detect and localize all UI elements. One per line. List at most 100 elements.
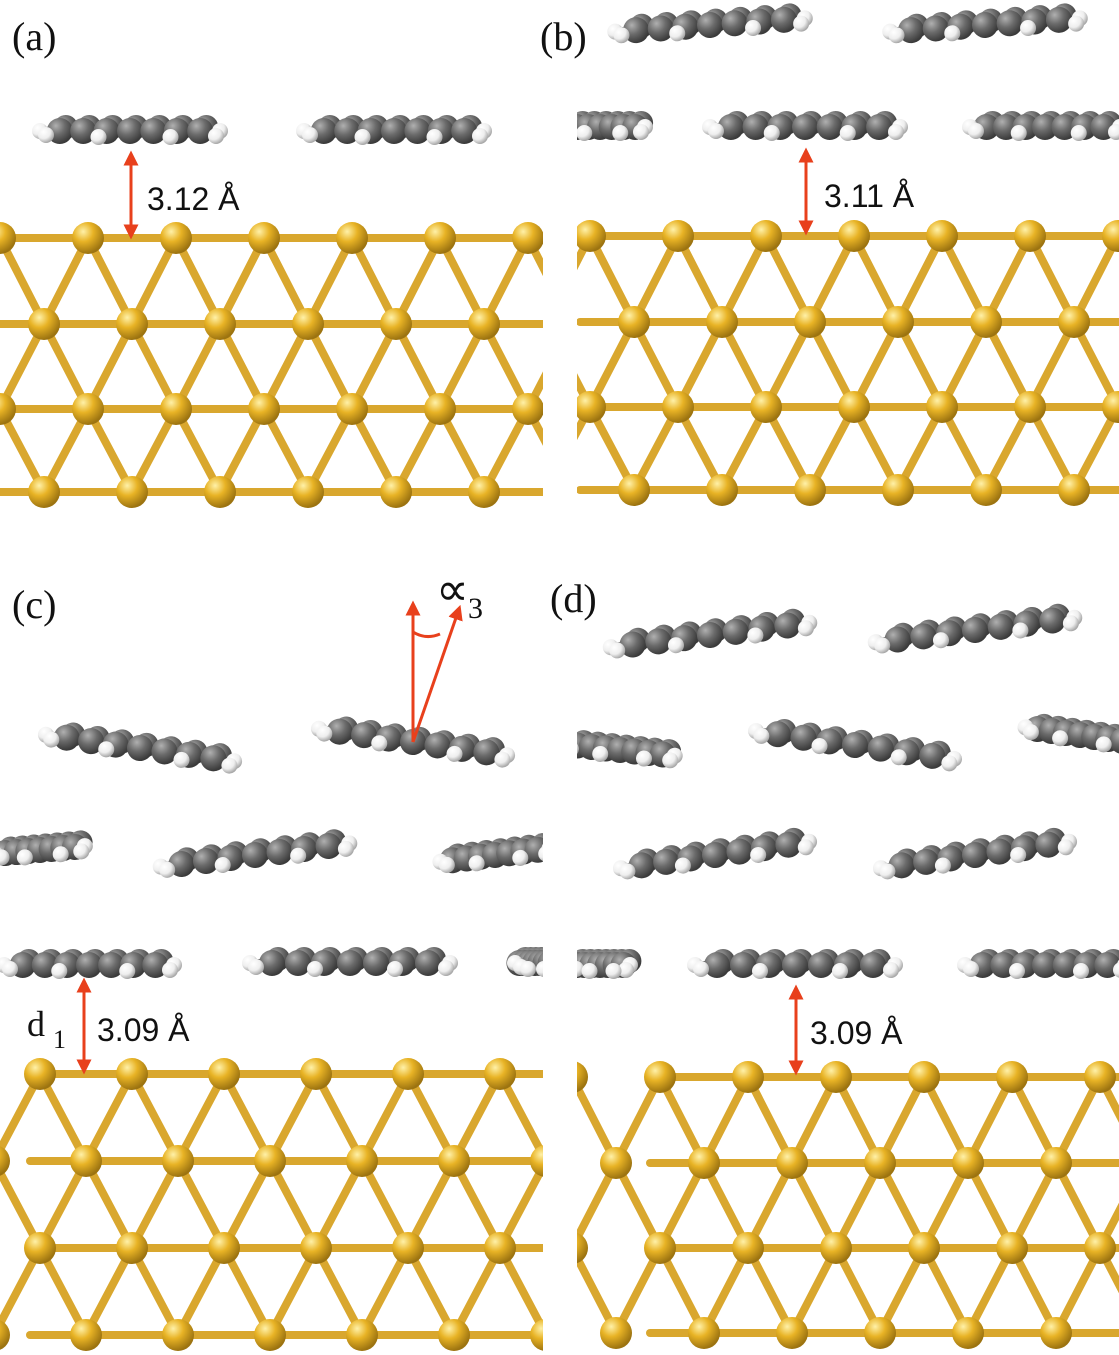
tilted-vector-c bbox=[411, 604, 463, 743]
molecule bbox=[612, 827, 818, 880]
gold-bond bbox=[762, 232, 814, 326]
hydrogen-atom bbox=[307, 961, 323, 977]
gold-atom bbox=[424, 222, 456, 254]
gold-atom bbox=[0, 393, 16, 425]
panel-a-label: (a) bbox=[12, 14, 56, 59]
gold-atom bbox=[820, 1232, 852, 1264]
gold-atom bbox=[484, 1058, 516, 1090]
hydrogen-atom bbox=[1022, 724, 1039, 741]
gold-atom bbox=[336, 222, 368, 254]
gold-atom bbox=[438, 1319, 470, 1351]
gold-bond bbox=[220, 1157, 274, 1252]
hydrogen-atom bbox=[162, 129, 179, 145]
hydrogen-atom bbox=[1113, 962, 1119, 978]
gold-bond bbox=[964, 1073, 1016, 1167]
hydrogen-atom bbox=[1108, 124, 1119, 140]
gold-atom bbox=[926, 391, 958, 423]
carbon-atom bbox=[142, 952, 169, 978]
hydrogen-atom bbox=[547, 119, 563, 135]
hydrogen-atom bbox=[874, 637, 891, 654]
carbon-atom bbox=[53, 724, 80, 751]
carbon-atom bbox=[898, 17, 925, 44]
gold-atom bbox=[204, 476, 236, 508]
hydrogen-atom bbox=[162, 962, 178, 978]
molecule bbox=[432, 833, 543, 874]
gold-atom bbox=[732, 1061, 764, 1093]
hydrogen-atom bbox=[577, 961, 578, 969]
carbon-atom bbox=[790, 724, 817, 751]
carbon-atom bbox=[532, 950, 543, 976]
carbon-atom bbox=[266, 838, 293, 865]
gold-bond bbox=[450, 1070, 504, 1165]
angle-symbol-c: ∝ bbox=[436, 564, 469, 615]
hydrogen-atom bbox=[494, 751, 511, 768]
hydrogen-atom bbox=[426, 129, 443, 145]
gold-bond bbox=[850, 232, 902, 326]
gold-atom bbox=[838, 220, 870, 252]
gold-atom bbox=[1040, 1147, 1072, 1179]
gold-bond bbox=[174, 1157, 228, 1252]
gold-bond bbox=[920, 1073, 972, 1167]
carbon-atom bbox=[922, 15, 949, 42]
hydrogen-atom bbox=[747, 627, 764, 644]
carbon-atom bbox=[962, 617, 988, 643]
gold-bond bbox=[36, 1070, 90, 1165]
carbon-atom bbox=[697, 622, 723, 648]
gold-atom bbox=[1058, 474, 1090, 506]
gold-bond bbox=[404, 1070, 458, 1165]
gold-bond bbox=[480, 234, 532, 328]
panel-d bbox=[577, 603, 1119, 1349]
gold-atom bbox=[424, 393, 456, 425]
gold-atom bbox=[577, 220, 606, 252]
carbon-atom bbox=[816, 114, 843, 140]
gold-atom bbox=[644, 1061, 676, 1093]
distance-label-a: 3.12 Å bbox=[147, 181, 240, 217]
gold-bond bbox=[266, 1244, 320, 1339]
hydrogen-atom bbox=[446, 745, 463, 762]
carbon-atom bbox=[972, 12, 998, 38]
carbon-atom bbox=[910, 623, 937, 650]
gold-atom bbox=[70, 1319, 102, 1351]
carbon-atom bbox=[919, 742, 946, 769]
carbon-atom bbox=[726, 838, 753, 865]
gold-atom bbox=[1058, 306, 1090, 338]
gold-atom bbox=[644, 1232, 676, 1264]
molecule bbox=[242, 947, 458, 977]
gold-atom bbox=[577, 1232, 588, 1264]
carbon-atom bbox=[1109, 727, 1119, 754]
hydrogen-atom bbox=[797, 620, 814, 637]
gold-atom bbox=[882, 306, 914, 338]
hydrogen-atom bbox=[208, 128, 224, 144]
gold-bond bbox=[938, 232, 990, 326]
hydrogen-atom bbox=[879, 863, 896, 880]
gold-atom bbox=[908, 1061, 940, 1093]
gold-bonds bbox=[0, 1070, 543, 1339]
gold-atom bbox=[162, 1145, 194, 1177]
gold-atom bbox=[600, 1317, 632, 1349]
hydrogen-atom bbox=[750, 846, 767, 863]
gold-atom bbox=[254, 1145, 286, 1177]
carbon-atom bbox=[381, 118, 407, 144]
gold-atom bbox=[380, 476, 412, 508]
carbon-atom bbox=[70, 118, 97, 144]
hydrogen-atom bbox=[635, 750, 652, 767]
carbon-atom bbox=[774, 612, 801, 639]
panel-c-label: (c) bbox=[12, 582, 56, 627]
hydrogen-atom bbox=[1010, 125, 1027, 141]
hydrogen-atom bbox=[577, 125, 593, 141]
molecule bbox=[0, 949, 182, 979]
carbon-atom bbox=[619, 631, 646, 658]
gold-atom bbox=[750, 391, 782, 423]
gold-bonds bbox=[0, 234, 543, 496]
hydrogen-atom bbox=[290, 847, 307, 864]
hydrogen-atom bbox=[73, 843, 90, 860]
distance-label-c: 3.09 Å bbox=[97, 1012, 190, 1048]
hydrogen-atom bbox=[38, 127, 54, 143]
hydrogen-atom bbox=[538, 845, 543, 862]
hydrogen-atom bbox=[543, 960, 559, 976]
hydrogen-atom bbox=[968, 123, 984, 139]
gold-atom bbox=[162, 1319, 194, 1351]
gold-bond bbox=[832, 1073, 884, 1167]
gold-bond bbox=[348, 234, 400, 328]
